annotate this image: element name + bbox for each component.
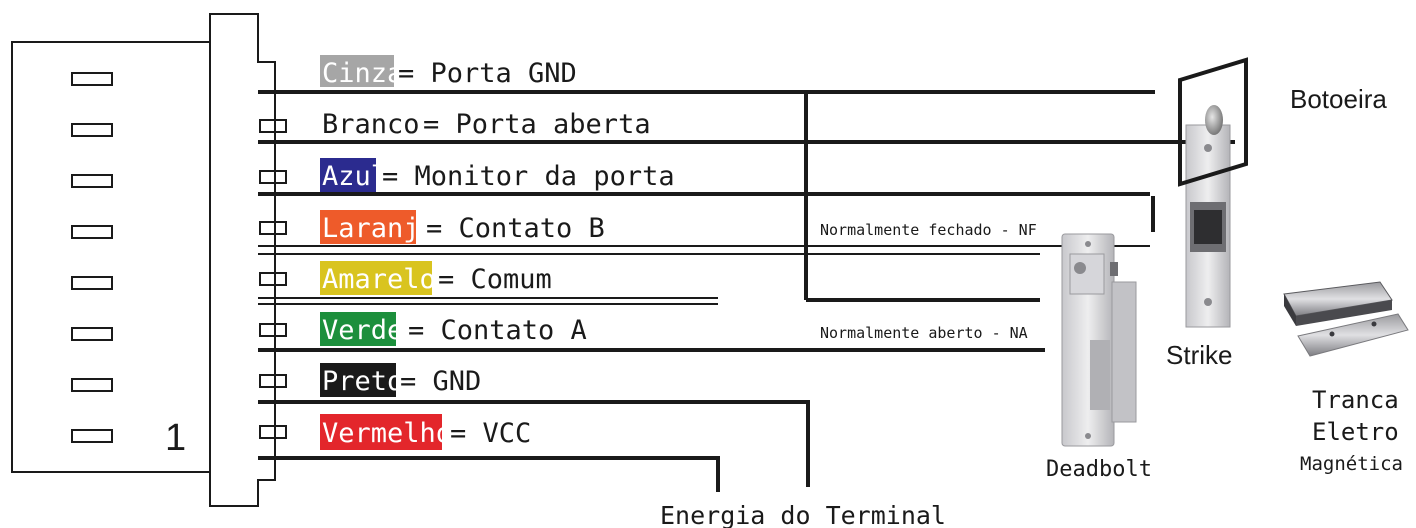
wire-label-amarelo: Amarelo [322, 264, 436, 295]
wire-desc-branco: = Porta aberta [423, 109, 651, 140]
tranca-label-line2: Eletro [1312, 418, 1399, 446]
wire-desc-vermelho: = VCC [450, 418, 531, 449]
connector-pin-slot [71, 276, 113, 290]
wire-desc-preto: = GND [400, 366, 481, 397]
swatch-cinza [320, 55, 394, 87]
deadbolt-image [1061, 233, 1137, 447]
wire-desc-verde: = Contato A [408, 315, 587, 346]
pin-one-label: 1 [165, 417, 186, 459]
connector-pin-slot [71, 72, 113, 86]
connector-contact [259, 323, 287, 337]
wire-desc-azul: = Monitor da porta [382, 161, 675, 192]
wires [258, 90, 1235, 492]
botoeira-label: Botoeira [1290, 84, 1387, 114]
connector-pin-slot [71, 327, 113, 341]
connector-pin-slot [71, 123, 113, 137]
connector-contact [259, 221, 287, 235]
wire-label-preto: Preto [322, 366, 403, 397]
swatch-verde [320, 312, 396, 346]
wire-label-verde: Verde [322, 315, 403, 346]
strike-lock-image [1185, 124, 1231, 328]
power-annotation: Energia do Terminal [660, 501, 946, 528]
swatch-laranja [320, 210, 416, 244]
swatch-preto [320, 363, 396, 397]
swatch-amarelo [320, 261, 432, 295]
deadbolt-label: Deadbolt [1046, 457, 1152, 482]
push-button-image [1178, 57, 1248, 187]
connector-contact [259, 374, 287, 388]
wire-label-laranja: Laranja [322, 213, 436, 244]
connector-contact [259, 272, 287, 286]
connector-contacts [259, 119, 287, 439]
wire-label-cinza: Cinza [322, 58, 403, 89]
connector-pin-slot [71, 225, 113, 239]
strike-label: Strike [1166, 340, 1232, 370]
wire-label-branco: Branco [322, 109, 420, 140]
connector-pin-slot [71, 378, 113, 392]
na-annotation: Normalmente aberto - NA [820, 324, 1028, 342]
connector-pin-slot [71, 174, 113, 188]
wire-desc-amarelo: = Comum [438, 264, 552, 295]
wire-vermelho [258, 456, 720, 492]
connector-contact [259, 119, 287, 133]
wire-label-vermelho: Vermelho [322, 418, 452, 449]
connector-pins [71, 72, 113, 443]
wire-desc-laranja: = Contato B [426, 213, 605, 244]
wire-labels: Cinza = Porta GND Branco = Porta aberta … [320, 55, 675, 450]
swatch-azul [320, 158, 376, 192]
connector-contact [259, 170, 287, 184]
connector-contact [259, 425, 287, 439]
connector-pin-slot [71, 429, 113, 443]
tranca-label-line1: Tranca [1312, 386, 1399, 414]
swatch-vermelho [320, 414, 442, 450]
wire-desc-cinza: = Porta GND [398, 58, 577, 89]
wire-preto [258, 400, 810, 487]
nf-annotation: Normalmente fechado - NF [820, 221, 1037, 239]
magnetic-lock-image [1283, 281, 1409, 357]
connector-body [11, 13, 276, 507]
wire-label-azul: Azul [322, 161, 387, 192]
tranca-label-line3: Magnética [1300, 453, 1403, 475]
